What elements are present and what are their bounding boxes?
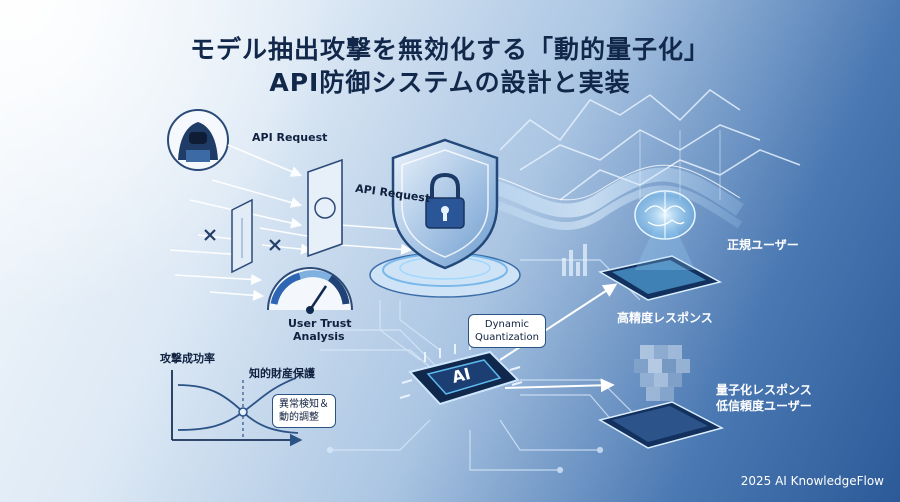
blocked-marks <box>204 229 281 251</box>
background-bars <box>562 244 587 276</box>
ai-chip-icon <box>399 340 523 406</box>
attack-success-rate-label: 攻撃成功率 <box>160 352 215 365</box>
low-trust-user-label: 低信頼度ユーザー <box>716 399 812 413</box>
trust-gauge <box>267 267 353 314</box>
lock-icon <box>425 172 465 229</box>
brain-hologram-platform <box>597 205 723 301</box>
background-line-charts <box>499 89 801 201</box>
filter-panel-large <box>307 158 343 258</box>
quantized-response-label: 量子化レスポンス <box>716 383 812 397</box>
attacker-icon <box>167 109 229 171</box>
analysis-label: Analysis <box>293 330 345 343</box>
brain-icon <box>634 190 696 240</box>
title-line-2: API防御システムの設計と実装 <box>269 68 631 97</box>
anomaly-detection-callout: 異常検知＆ 動的調整 <box>272 394 336 428</box>
dynamic-quantization-callout: Dynamic Quantization <box>468 314 546 348</box>
legit-user-label: 正規ユーザー <box>727 238 799 252</box>
quantized-hologram-platform <box>598 401 725 449</box>
filter-panel-small <box>231 198 253 274</box>
credit-text: 2025 AI KnowledgeFlow <box>740 474 884 488</box>
api-request-label-1: API Request <box>252 131 328 144</box>
ip-protection-label: 知的財産保護 <box>249 367 315 380</box>
pixelated-brain-icon <box>634 345 690 401</box>
tradeoff-chart <box>171 370 303 447</box>
high-precision-response-label: 高精度レスポンス <box>617 311 713 325</box>
user-trust-label: User Trust <box>288 317 352 330</box>
title-line-1: モデル抽出攻撃を無効化する「動的量子化」 <box>189 35 710 64</box>
